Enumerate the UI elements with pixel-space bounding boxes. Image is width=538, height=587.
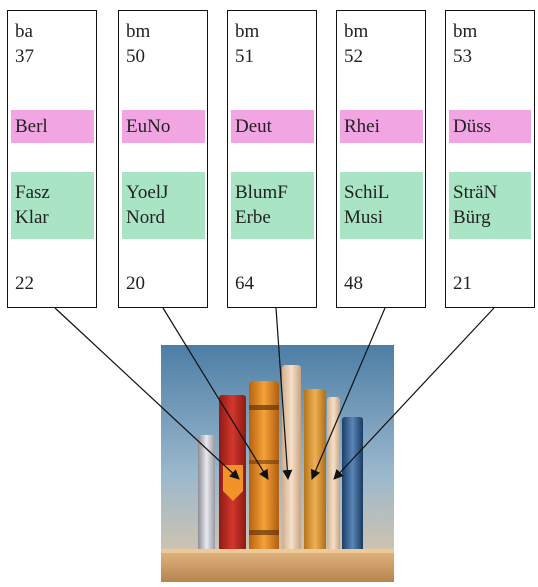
arrow-card-2 [162, 307, 269, 480]
card-code-letters: bm [235, 21, 260, 42]
card-count: 20 [126, 273, 145, 294]
book-orange-band-3 [249, 530, 279, 535]
book-cream-tall [282, 365, 301, 553]
card-code-letters: bm [344, 21, 369, 42]
card-code: bm 52 [344, 19, 368, 69]
card-author-line-1: BlumF [235, 182, 288, 203]
card-code-letters: bm [126, 21, 151, 42]
book-card-1: ba 37 Berl Fasz Klar 22 [7, 10, 97, 308]
shelf [161, 549, 394, 582]
card-author-line-2: Bürg [453, 207, 491, 228]
book-card-5: bm 53 Düss SträN Bürg 21 [445, 10, 535, 308]
card-title-band: Deut [231, 110, 314, 143]
book-card-4: bm 52 Rhei SchiL Musi 48 [336, 10, 426, 308]
card-title-band: Berl [11, 110, 94, 143]
card-code-number: 50 [126, 46, 145, 67]
arrow-card-3 [275, 307, 293, 480]
book-grey [198, 435, 215, 553]
arrow-card-1 [54, 307, 240, 480]
card-count: 48 [344, 273, 363, 294]
card-code: bm 51 [235, 19, 259, 69]
card-author-line-1: SträN [453, 182, 498, 203]
card-author-line-2: Erbe [235, 207, 271, 228]
book-card-2: bm 50 EuNo YoelJ Nord 20 [118, 10, 208, 308]
card-author-band: BlumF Erbe [231, 172, 314, 239]
card-code: bm 50 [126, 19, 150, 69]
card-author-line-1: YoelJ [126, 182, 169, 203]
book-orange-band-2 [249, 460, 279, 464]
books-illustration [161, 345, 394, 582]
arrow-card-4 [310, 307, 386, 480]
card-code: bm 53 [453, 19, 477, 69]
book-orange [249, 381, 279, 553]
card-code-number: 37 [15, 46, 34, 67]
card-author-band: SträN Bürg [449, 172, 531, 239]
card-code-letters: bm [453, 21, 478, 42]
card-author-line-1: Fasz [15, 182, 50, 203]
book-blue [342, 417, 363, 553]
card-author-band: Fasz Klar [11, 172, 94, 239]
card-count: 64 [235, 273, 254, 294]
card-title-band: Düss [449, 110, 531, 143]
card-count: 21 [453, 273, 472, 294]
card-title-band: EuNo [122, 110, 205, 143]
card-author-line-2: Nord [126, 207, 166, 228]
book-orange-band-1 [249, 405, 279, 410]
card-author-band: SchiL Musi [340, 172, 423, 239]
card-code-letters: ba [15, 21, 33, 42]
card-author-line-2: Musi [344, 207, 384, 228]
card-code-number: 51 [235, 46, 254, 67]
shelf-edge [161, 549, 394, 553]
card-code-number: 52 [344, 46, 363, 67]
card-count: 22 [15, 273, 34, 294]
arrow-card-5 [333, 307, 495, 480]
card-author-band: YoelJ Nord [122, 172, 205, 239]
books-on-shelf-icon [161, 345, 394, 582]
card-code: ba 37 [15, 19, 34, 69]
card-author-line-1: SchiL [344, 182, 390, 203]
card-author-line-2: Klar [15, 207, 49, 228]
card-title-band: Rhei [340, 110, 423, 143]
book-card-3: bm 51 Deut BlumF Erbe 64 [227, 10, 317, 308]
card-code-number: 53 [453, 46, 472, 67]
